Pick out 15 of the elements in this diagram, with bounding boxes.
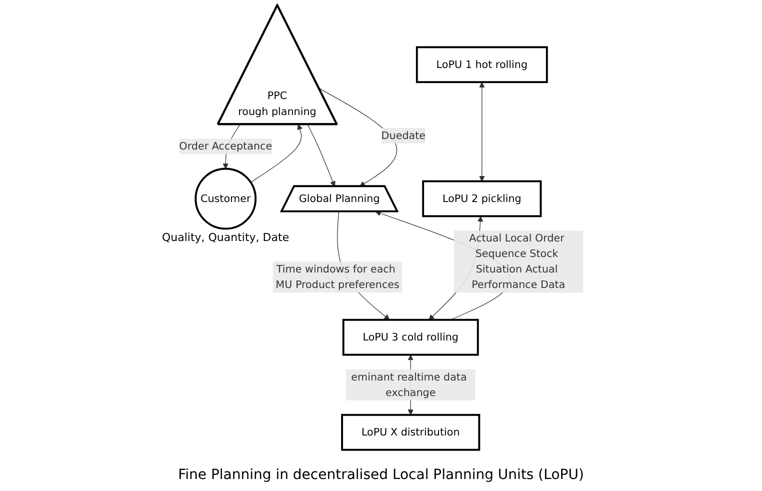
arrow <box>307 124 336 187</box>
node-circle: Customer <box>194 168 256 230</box>
edge-label: Order Acceptance <box>179 140 272 152</box>
edge-label: Duedate <box>381 129 426 142</box>
edge-label: eminant realtime data exchange <box>351 370 467 398</box>
caption: Fine Planning in decentralised Local Planning Units (LoPU) <box>177 467 585 483</box>
node-box: LoPU X distribution <box>340 414 480 451</box>
node-box: LoPU 1 hot rolling <box>416 46 548 84</box>
node-caption: Quality, Quantity, Date <box>162 230 290 244</box>
edge-label: Time windows for each MU Product preferences <box>276 262 400 291</box>
arrow <box>478 82 485 182</box>
node-box: LoPU 2 pickling <box>422 180 542 218</box>
arrow <box>250 124 302 183</box>
node-box: LoPU 3 cold rolling <box>342 318 479 356</box>
edge-label: Actual Local Order Sequence Stock Situation Actual Performance Data <box>469 232 566 291</box>
